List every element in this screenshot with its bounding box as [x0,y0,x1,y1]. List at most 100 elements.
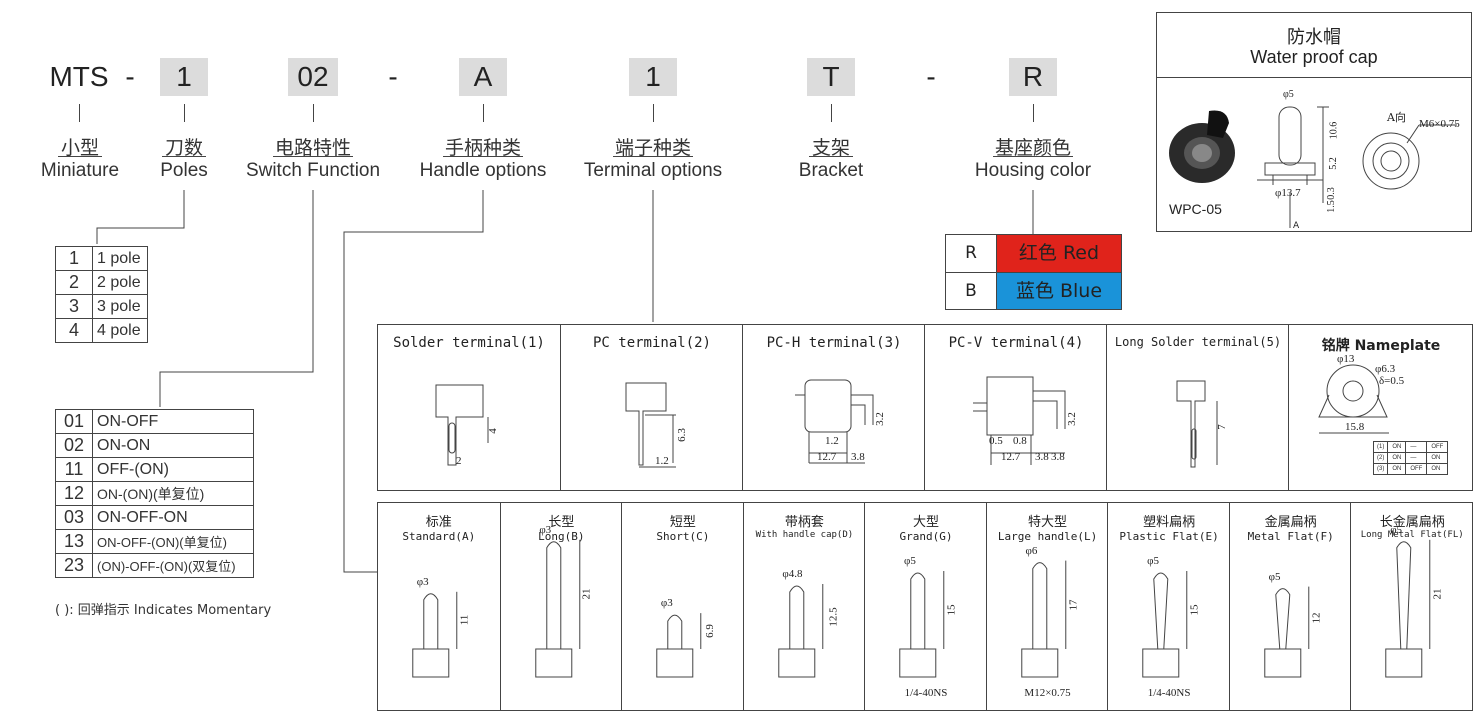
code-prefix: MTS [49,61,109,92]
code-handle: A [459,58,507,96]
handle-diameter: φ5 [1268,570,1281,583]
handle-diameter: φ6 [1025,544,1038,557]
bushing-shape [656,648,694,678]
field-label-en: Switch Function [245,160,381,181]
terminal-pc: PC terminal(2) 6.3 1.2 [560,325,743,490]
field-label-cn: 电路特性 [274,137,351,159]
field-label-cn: 手柄种类 [444,137,521,159]
handle-length: 21 [1431,588,1444,600]
water-cap-drawing [1169,106,1457,228]
handle-name-en: Long(B) [538,530,585,543]
field-label-en: Terminal options [583,160,723,181]
handle-name-cn: 金属扁柄 [1264,515,1317,530]
handle-drawing [777,584,823,678]
lever-shape [667,614,683,650]
housing-color-table: R 红色 Red B 蓝色 Blue [945,234,1122,310]
handle-name-en: Long Metal Flat(FL) [1360,530,1464,540]
terminal-drawing [435,384,489,466]
field-label-cn: 端子种类 [614,137,691,159]
handle-diameter: φ3 [660,597,673,610]
handle-drawing [899,571,945,678]
code-housing-color: R [1009,58,1057,96]
lever-shape [1275,588,1291,650]
terminal-solder: Solder terminal(1) 4 2 [378,325,560,490]
handle-name-cn: 大型 [912,515,939,530]
lever-shape [1153,572,1169,650]
handle-name-cn: 长型 [548,515,575,530]
handle-length: 12.5 [828,606,841,627]
handle-name-cn: 塑料扁柄 [1143,515,1196,530]
code-switch-function: 02 [288,58,338,96]
field-label-cn: 刀数 [164,137,203,159]
handle-thread-note: 1/4-40NS [904,687,948,699]
handle-name-en: Large handle(L) [997,530,1098,543]
code-bracket: T [807,58,855,96]
terminal-drawing [1176,380,1218,468]
field-label-en: Bracket [798,160,864,181]
field-label-en: Miniature [40,160,120,181]
code-dash: - [926,61,936,92]
handle-drawing [534,539,580,678]
table-row: 23(ON)-OFF-(ON)(双复位) [55,553,254,578]
field-label-cn: 支架 [811,137,850,159]
color-swatch-blue: 蓝色 Blue [997,273,1121,309]
bushing-shape [777,648,815,678]
handle-length: 17 [1067,599,1080,611]
field-label-en: Poles [160,160,208,181]
handle-length: 11 [458,615,471,626]
handle-thread-note: M12×0.75 [1024,687,1071,699]
field-label-en: Handle options [419,160,547,181]
handle-name-en: Metal Flat(F) [1247,530,1334,543]
bushing-shape [899,648,937,678]
color-code: B [946,273,997,309]
field-label-cn: 小型 [60,137,99,159]
terminal-drawing [973,376,1066,465]
handle-length: 12 [1310,612,1323,624]
handle-name-cn: 带柄套 [784,515,824,530]
handle-drawing [1021,560,1067,678]
handle-name-en: Grand(G) [899,530,953,543]
handle-name-en: Short(C) [656,530,710,543]
water-proof-cap-box: 防水帽 Water proof cap WPC-05 φ5 10.6 5.2 0… [1156,12,1472,232]
bushing-shape [1142,648,1180,678]
handle-length: 21 [580,588,593,600]
terminal-nameplate: 铭牌 Nameplate φ13 φ6.3 δ=0.5 15.8 (1)ON—O… [1288,325,1473,490]
handle-drawing [1264,586,1310,678]
handle-drawing [1385,539,1431,678]
handle-length: 15 [945,604,958,616]
handle-diameter: φ5 [1390,523,1403,536]
code-dash: - [125,61,135,92]
handle-name-en: With handle cap(D) [755,530,854,540]
handle-drawing [656,613,702,678]
field-label-cn: 基座颜色 [994,137,1071,159]
color-code: R [946,235,997,273]
handle-name-cn: 特大型 [1028,515,1068,530]
code-poles: 1 [160,58,208,96]
lever-shape [910,572,926,650]
handle-name-en: Plastic Flat(E) [1119,530,1219,543]
handle-diameter: φ3 [539,523,552,536]
cap-title-cn: 防水帽 [1287,27,1341,48]
bushing-shape [1385,648,1423,678]
handle-name-cn: 标准 [425,515,452,530]
